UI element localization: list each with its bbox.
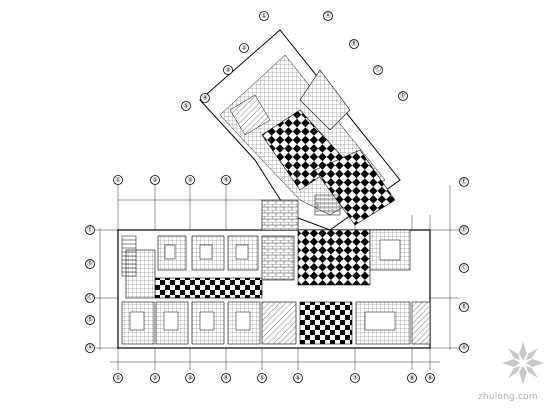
axis-bottom-7: ⑦ (350, 373, 360, 383)
svg-text:Ⓐ: Ⓐ (87, 344, 93, 352)
svg-text:②: ② (152, 177, 158, 184)
svg-text:⑨: ⑨ (427, 375, 432, 382)
axis-top-3: ③ (185, 175, 195, 185)
axis-right-2: Ⓑ (459, 302, 469, 312)
svg-text:⑦: ⑦ (352, 375, 358, 382)
axis-top-1: ① (113, 175, 123, 185)
svg-text:③: ③ (187, 375, 192, 382)
axis-left-3: Ⓒ (85, 293, 95, 303)
svg-text:Ⓐ: Ⓐ (461, 344, 467, 352)
axis-diag-top-3: Ⓒ (373, 65, 383, 75)
axis-bottom-2: ② (150, 373, 160, 383)
svg-text:Ⓑ: Ⓑ (351, 40, 357, 48)
axis-bottom-6: ⑥ (293, 373, 303, 383)
svg-text:②: ② (152, 375, 158, 382)
svg-text:⑧: ⑧ (409, 375, 414, 382)
axis-diag-left-2: ② (239, 43, 249, 53)
svg-text:Ⓔ: Ⓔ (461, 178, 467, 186)
svg-text:Ⓓ: Ⓓ (461, 226, 467, 234)
svg-text:Ⓔ: Ⓔ (87, 226, 93, 234)
svg-text:④: ④ (223, 375, 228, 382)
svg-text:Ⓒ: Ⓒ (375, 66, 381, 74)
axis-bottom-9: ⑨ (425, 373, 435, 383)
svg-text:⑤: ⑤ (259, 375, 264, 382)
svg-text:④: ④ (202, 95, 207, 102)
axis-right-5: Ⓔ (459, 177, 469, 187)
svg-text:⑤: ⑤ (183, 103, 188, 110)
furniture (129, 239, 401, 331)
svg-text:Ⓐ: Ⓐ (325, 12, 331, 20)
axis-left-4: Ⓑ (85, 315, 95, 325)
axis-diag-left-4: ④ (200, 93, 210, 103)
axis-diag-top-4: Ⓓ (398, 91, 408, 101)
axis-right-1: Ⓐ (459, 343, 469, 353)
axis-left-2: Ⓓ (85, 259, 95, 269)
zhulong-logo (502, 342, 544, 384)
stairs (121, 194, 341, 277)
axis-bubbles: ① ② ③ ④ ⑤ ⑥ ⑦ ⑧ ⑨ ① ② ③ ④ Ⓔ Ⓓ Ⓒ Ⓑ Ⓐ Ⓐ Ⓑ Ⓒ Ⓓ Ⓔ Ⓐ Ⓑ Ⓒ Ⓓ ① ② ③ ④ ⑤ (85, 11, 469, 383)
axis-bottom-4: ④ (221, 373, 231, 383)
svg-text:③: ③ (187, 177, 192, 184)
axis-right-4: Ⓓ (459, 225, 469, 235)
axis-bottom-5: ⑤ (257, 373, 267, 383)
axis-diag-left-3: ③ (223, 65, 233, 75)
svg-text:①: ① (261, 13, 266, 20)
axis-diag-left-5: ⑤ (181, 101, 191, 111)
axis-bottom-3: ③ (185, 373, 195, 383)
axis-bottom-8: ⑧ (407, 373, 417, 383)
axis-top-2: ② (150, 175, 160, 185)
axis-bottom-1: ① (113, 373, 123, 383)
svg-text:②: ② (241, 45, 247, 52)
svg-text:Ⓒ: Ⓒ (461, 264, 467, 272)
svg-text:Ⓒ: Ⓒ (87, 294, 93, 302)
axis-diag-left-1: ① (259, 11, 269, 21)
axis-diag-top-1: Ⓐ (323, 11, 333, 21)
svg-text:Ⓓ: Ⓓ (400, 92, 406, 100)
axis-left-1: Ⓔ (85, 225, 95, 235)
axis-left-5: Ⓐ (85, 343, 95, 353)
svg-text:①: ① (115, 177, 120, 184)
svg-text:Ⓓ: Ⓓ (87, 260, 93, 268)
watermark-text: zhulong.com (478, 392, 538, 402)
axis-top-4: ④ (221, 175, 231, 185)
svg-text:①: ① (115, 375, 120, 382)
checker-floors (125, 229, 411, 299)
svg-text:Ⓑ: Ⓑ (461, 303, 467, 311)
svg-text:③: ③ (225, 67, 230, 74)
svg-text:Ⓑ: Ⓑ (87, 316, 93, 324)
axis-diag-top-2: Ⓑ (349, 39, 359, 49)
axis-right-3: Ⓒ (459, 263, 469, 273)
svg-text:⑥: ⑥ (295, 375, 300, 382)
room-label: Ⅰ (317, 204, 318, 210)
svg-text:④: ④ (223, 177, 228, 184)
